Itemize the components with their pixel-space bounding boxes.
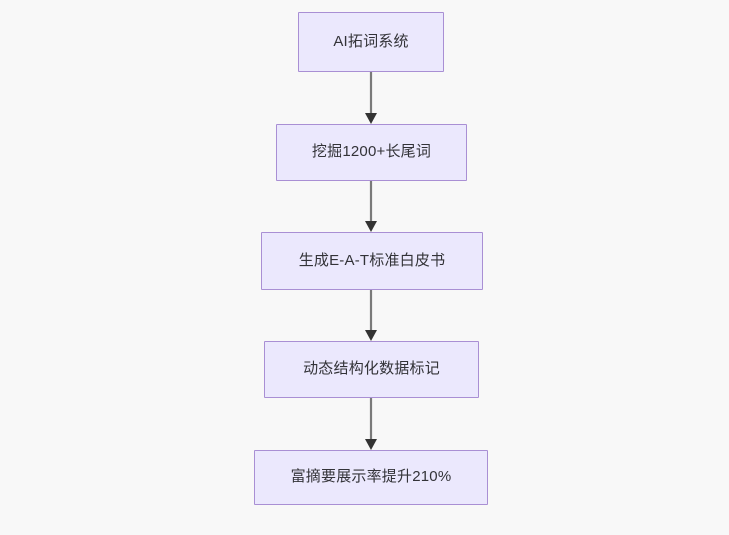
flowchart-node-label: 挖掘1200+长尾词 <box>311 143 432 161</box>
flowchart-node-label: 富摘要展示率提升210% <box>290 468 452 486</box>
flowchart-edge-arrow <box>365 181 377 232</box>
flowchart-edge-arrow <box>365 290 377 341</box>
flowchart-edge-arrow <box>365 72 377 124</box>
flowchart-node-n2[interactable]: 挖掘1200+长尾词 <box>276 124 467 181</box>
flowchart-node-label: AI拓词系统 <box>333 32 409 50</box>
flowchart-node-n1[interactable]: AI拓词系统 <box>298 12 444 72</box>
flowchart-node-n5[interactable]: 富摘要展示率提升210% <box>254 450 488 505</box>
flowchart-edge-arrow <box>365 398 377 450</box>
flowchart-node-n4[interactable]: 动态结构化数据标记 <box>264 341 479 398</box>
flowchart-node-n3[interactable]: 生成E-A-T标准白皮书 <box>261 232 483 290</box>
flowchart-node-label: 生成E-A-T标准白皮书 <box>298 251 446 269</box>
flowchart-node-label: 动态结构化数据标记 <box>303 360 440 378</box>
